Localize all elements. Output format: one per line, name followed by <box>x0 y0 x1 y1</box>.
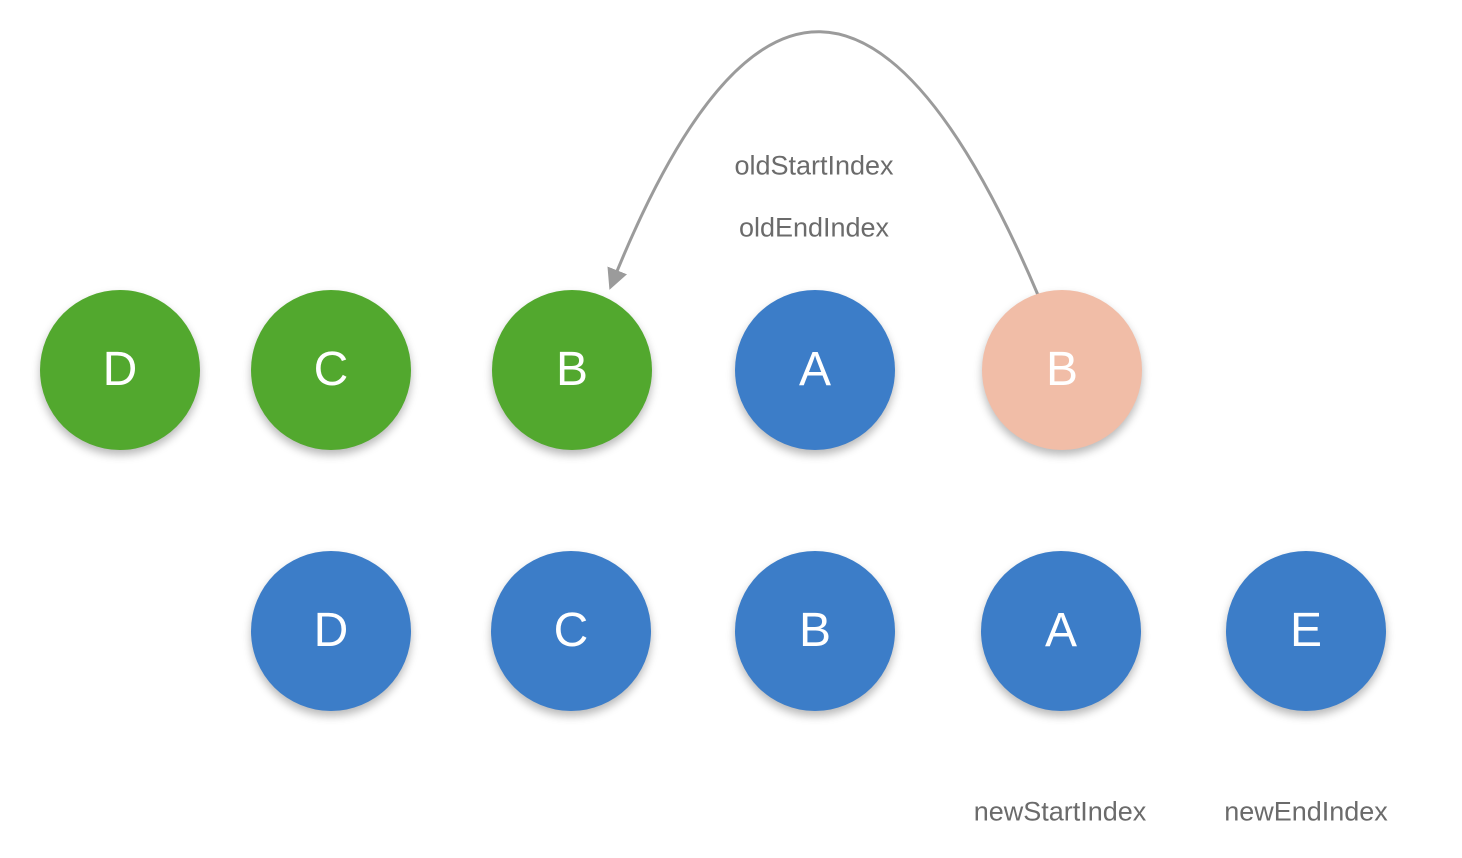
old-node-b-pink: B <box>982 290 1142 450</box>
new-node-a-label: A <box>1044 604 1077 657</box>
new-node-a: A <box>981 551 1141 711</box>
old-node-d: D <box>40 290 200 450</box>
old-node-a: A <box>735 290 895 450</box>
new-node-d-label: D <box>313 604 349 657</box>
old-end-index-label: oldEndIndex <box>738 212 890 243</box>
old-node-c: C <box>251 290 411 450</box>
old-node-b-green-label: B <box>555 343 588 396</box>
new-start-index-label: newStartIndex <box>973 796 1147 827</box>
new-node-e-label: E <box>1289 604 1322 657</box>
new-node-b: B <box>735 551 895 711</box>
old-node-a-label: A <box>798 343 831 396</box>
old-node-b-pink-label: B <box>1045 343 1078 396</box>
old-node-d-label: D <box>102 343 138 396</box>
old-start-index-label: oldStartIndex <box>734 150 894 181</box>
new-node-c: C <box>491 551 651 711</box>
old-node-c-label: C <box>313 343 349 396</box>
old-node-b-green: B <box>492 290 652 450</box>
new-node-e: E <box>1226 551 1386 711</box>
new-node-c-label: C <box>553 604 589 657</box>
new-end-index-label: newEndIndex <box>1224 796 1388 827</box>
new-node-d: D <box>251 551 411 711</box>
new-node-b-label: B <box>798 604 831 657</box>
